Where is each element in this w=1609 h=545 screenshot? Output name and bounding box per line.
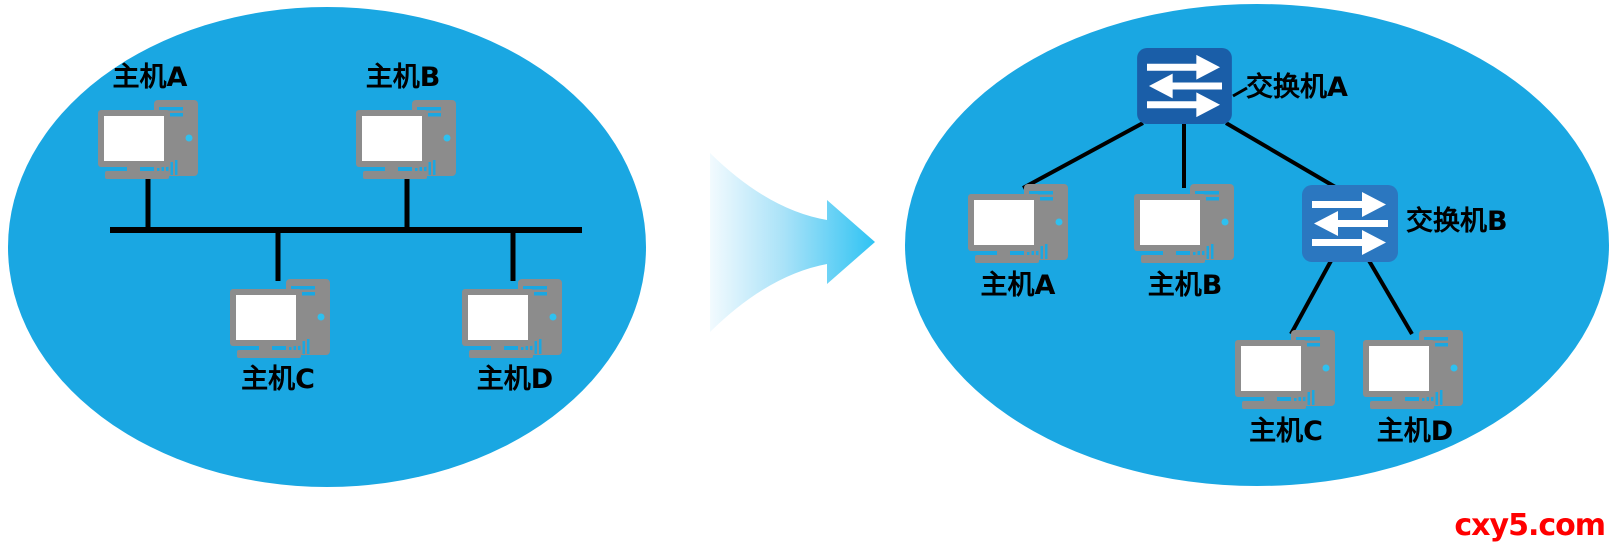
link-switch-b-host-d — [1366, 257, 1414, 336]
switch-a-icon — [1137, 48, 1232, 124]
switch-b-label: 交换机B — [1406, 206, 1508, 237]
switch-a-label: 交换机A — [1246, 72, 1348, 103]
link-switch-b-host-c — [1289, 258, 1334, 335]
link-switch-a-host-a — [1022, 121, 1144, 190]
right-host-b-label: 主机B — [1147, 270, 1223, 301]
switch-a-label-leader-line — [1232, 86, 1248, 98]
switch-b-icon — [1302, 185, 1398, 262]
right-host-d-label: 主机D — [1376, 416, 1454, 447]
watermark: cxy5.com — [1454, 508, 1606, 543]
left-host-a-label: 主机A — [112, 62, 188, 93]
left-host-c-label: 主机C — [241, 364, 315, 395]
right-host-a-label: 主机A — [980, 270, 1056, 301]
bus-network-ellipse — [8, 7, 646, 487]
link-switch-a-switch-b — [1224, 121, 1339, 190]
left-host-b-label: 主机B — [365, 62, 441, 93]
right-host-c-label: 主机C — [1249, 416, 1323, 447]
transformation-arrow — [710, 153, 875, 332]
left-host-d-label: 主机D — [476, 364, 554, 395]
